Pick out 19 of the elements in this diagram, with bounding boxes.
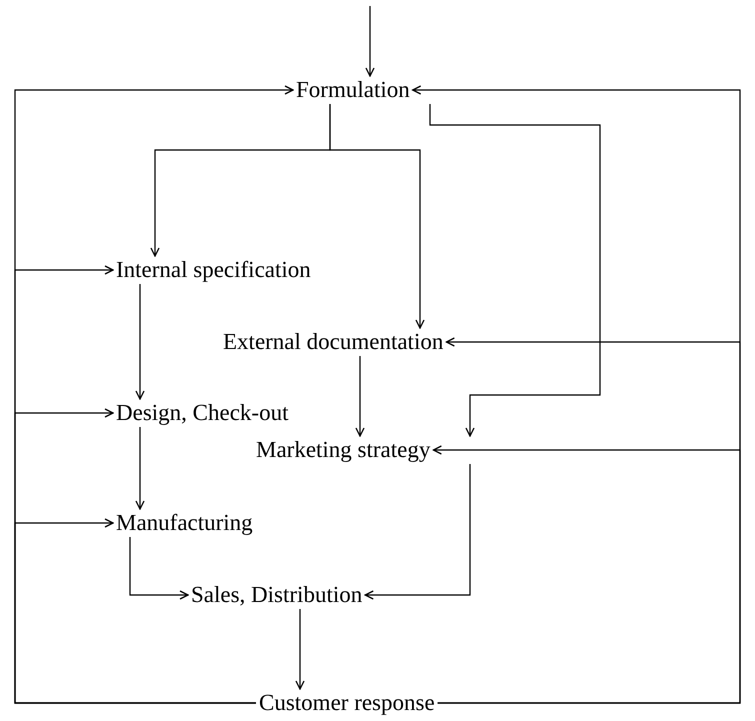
node-label: Marketing strategy — [253, 436, 434, 464]
arrow — [429, 104, 601, 437]
node-label: Manufacturing — [113, 509, 256, 537]
arrow — [135, 427, 145, 510]
node-label: Design, Check-out — [113, 399, 292, 427]
arrow — [135, 284, 145, 400]
node-label: Formulation — [293, 76, 413, 104]
arrow — [412, 85, 741, 704]
arrow — [364, 464, 471, 600]
node-label: External documentation — [220, 328, 446, 356]
arrow — [129, 537, 189, 600]
arrow — [14, 518, 256, 704]
node-label: Sales, Distribution — [188, 581, 366, 609]
arrow — [295, 609, 305, 690]
node-label: Internal specification — [113, 256, 314, 284]
arrow — [329, 104, 425, 329]
arrow — [355, 356, 365, 437]
arrow — [365, 6, 375, 77]
node-label: Customer response — [256, 689, 438, 717]
